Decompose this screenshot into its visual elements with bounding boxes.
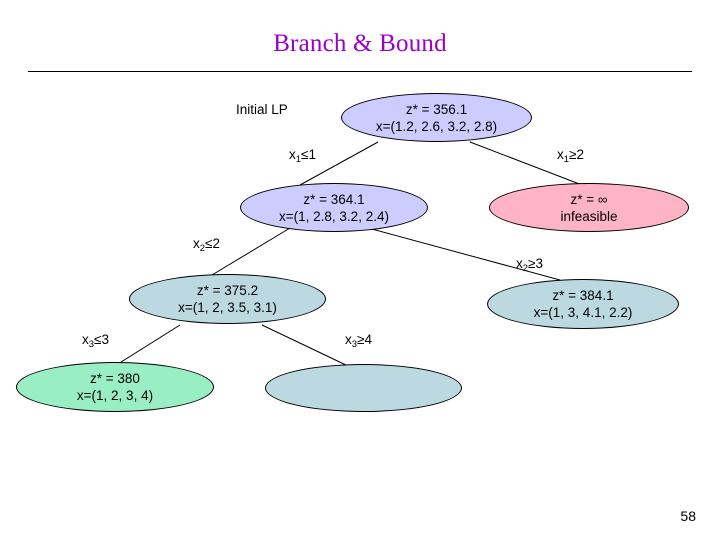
node-root[interactable]: z* = 356.1 x=(1.2, 2.6, 3.2, 2.8) <box>341 93 532 142</box>
page-title: Branch & Bound <box>273 30 447 57</box>
label-x1-ge-2: x1≥2 <box>557 147 584 165</box>
node-root-line2: x=(1.2, 2.6, 3.2, 2.8) <box>375 118 498 134</box>
label-initial-lp: Initial LP <box>236 102 288 117</box>
node-left-level1[interactable]: z* = 364.1 x=(1, 2.8, 3.2, 2.4) <box>240 183 428 232</box>
label-x2-le-2: x2≤2 <box>193 236 220 254</box>
node-right-level2[interactable]: z* = 384.1 x=(1, 3, 4.1, 2.2) <box>487 279 679 329</box>
label-x3-le-3: x3≤3 <box>82 332 109 350</box>
node-left-level3-line2: x=(1, 2, 3, 4) <box>76 388 154 403</box>
node-left-level1-line1: z* = 364.1 <box>303 191 365 207</box>
label-x1-le-1: x1≤1 <box>289 147 316 165</box>
node-right-infeasible-line2: infeasible <box>560 208 618 224</box>
node-root-line1: z* = 356.1 <box>405 101 468 117</box>
node-right-infeasible-line1: z* = ∞ <box>570 191 608 207</box>
node-left-level2-line2: x=(1, 2, 3.5, 3.1) <box>178 300 277 315</box>
node-left-level2[interactable]: z* = 375.2 x=(1, 2, 3.5, 3.1) <box>129 274 326 324</box>
node-right-infeasible[interactable]: z* = ∞ infeasible <box>489 183 689 232</box>
node-right-level2-line2: x=(1, 3, 4.1, 2.2) <box>533 305 633 320</box>
title-divider <box>28 71 692 72</box>
node-right-level2-line1: z* = 384.1 <box>552 288 614 303</box>
node-left-level3-line1: z* = 380 <box>90 371 140 386</box>
node-left-level1-line2: x=(1, 2.8, 3.2, 2.4) <box>279 208 389 224</box>
page-number: 58 <box>680 508 696 524</box>
node-left-level2-line1: z* = 375.2 <box>196 283 259 298</box>
node-left-level3[interactable]: z* = 380 x=(1, 2, 3, 4) <box>16 362 214 412</box>
node-right-level3[interactable] <box>265 364 462 412</box>
label-x2-ge-3: x2≥3 <box>516 256 543 274</box>
label-x3-ge-4: x3≥4 <box>345 332 372 350</box>
